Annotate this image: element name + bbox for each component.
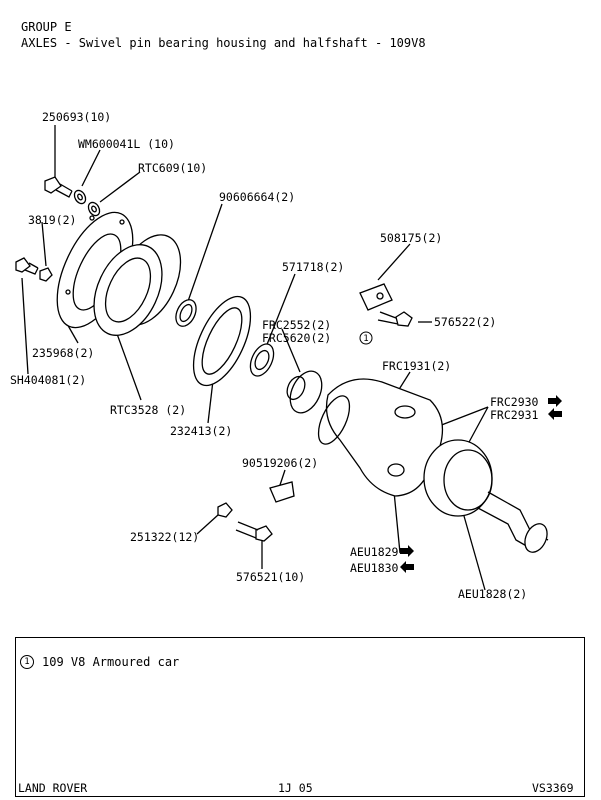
- left-arrow-icon: [548, 408, 562, 420]
- label-frc1931: FRC1931(2): [382, 359, 451, 373]
- label-90606664: 90606664(2): [219, 190, 295, 204]
- label-frc2931: FRC2931: [490, 408, 539, 422]
- right-arrow-icon: [400, 545, 414, 557]
- label-aeu1830: AEU1830: [350, 561, 399, 575]
- label-aeu1829: AEU1829: [350, 545, 399, 559]
- label-aeu1828: AEU1828(2): [458, 587, 527, 601]
- note-text: 109 V8 Armoured car: [42, 655, 180, 669]
- label-251322: 251322(12): [130, 530, 199, 544]
- label-235968: 235968(2): [32, 346, 94, 360]
- footer-doc-code: VS3369: [532, 781, 574, 795]
- right-arrow-icon: [548, 395, 562, 407]
- group-heading: GROUP E: [21, 20, 72, 34]
- footnote-marker-circle: [359, 331, 373, 345]
- label-90519206: 90519206(2): [242, 456, 318, 470]
- label-571718: 571718(2): [282, 260, 344, 274]
- exploded-parts-diagram: 250693(10) WM600041L (10) RTC609(10) 906…: [10, 110, 562, 601]
- label-576522: 576522(2): [434, 315, 496, 329]
- label-frc2552: FRC2552(2): [262, 318, 331, 332]
- footnote-marker-text: 1: [363, 334, 368, 344]
- page-title: AXLES - Swivel pin bearing housing and h…: [21, 36, 426, 50]
- label-3819: 3819(2): [28, 213, 76, 227]
- footer-brand: LAND ROVER: [18, 781, 88, 795]
- label-250693: 250693(10): [42, 110, 111, 124]
- label-576521: 576521(10): [236, 570, 305, 584]
- label-wm600041l: WM600041L (10): [78, 137, 175, 151]
- note-row: 1 109 V8 Armoured car: [20, 655, 179, 669]
- label-sh404081: SH404081(2): [10, 373, 86, 387]
- left-arrow-icon: [400, 561, 414, 573]
- label-rtc3528: RTC3528 (2): [110, 403, 186, 417]
- label-508175: 508175(2): [380, 231, 442, 245]
- label-232413: 232413(2): [170, 424, 232, 438]
- label-frc2930: FRC2930: [490, 395, 539, 409]
- footer-page-ref: 1J 05: [278, 781, 313, 795]
- notes-box: [15, 637, 585, 797]
- label-frc5620: FRC5620(2): [262, 331, 331, 345]
- note-marker: 1: [20, 655, 34, 669]
- label-rtc609: RTC609(10): [138, 161, 207, 175]
